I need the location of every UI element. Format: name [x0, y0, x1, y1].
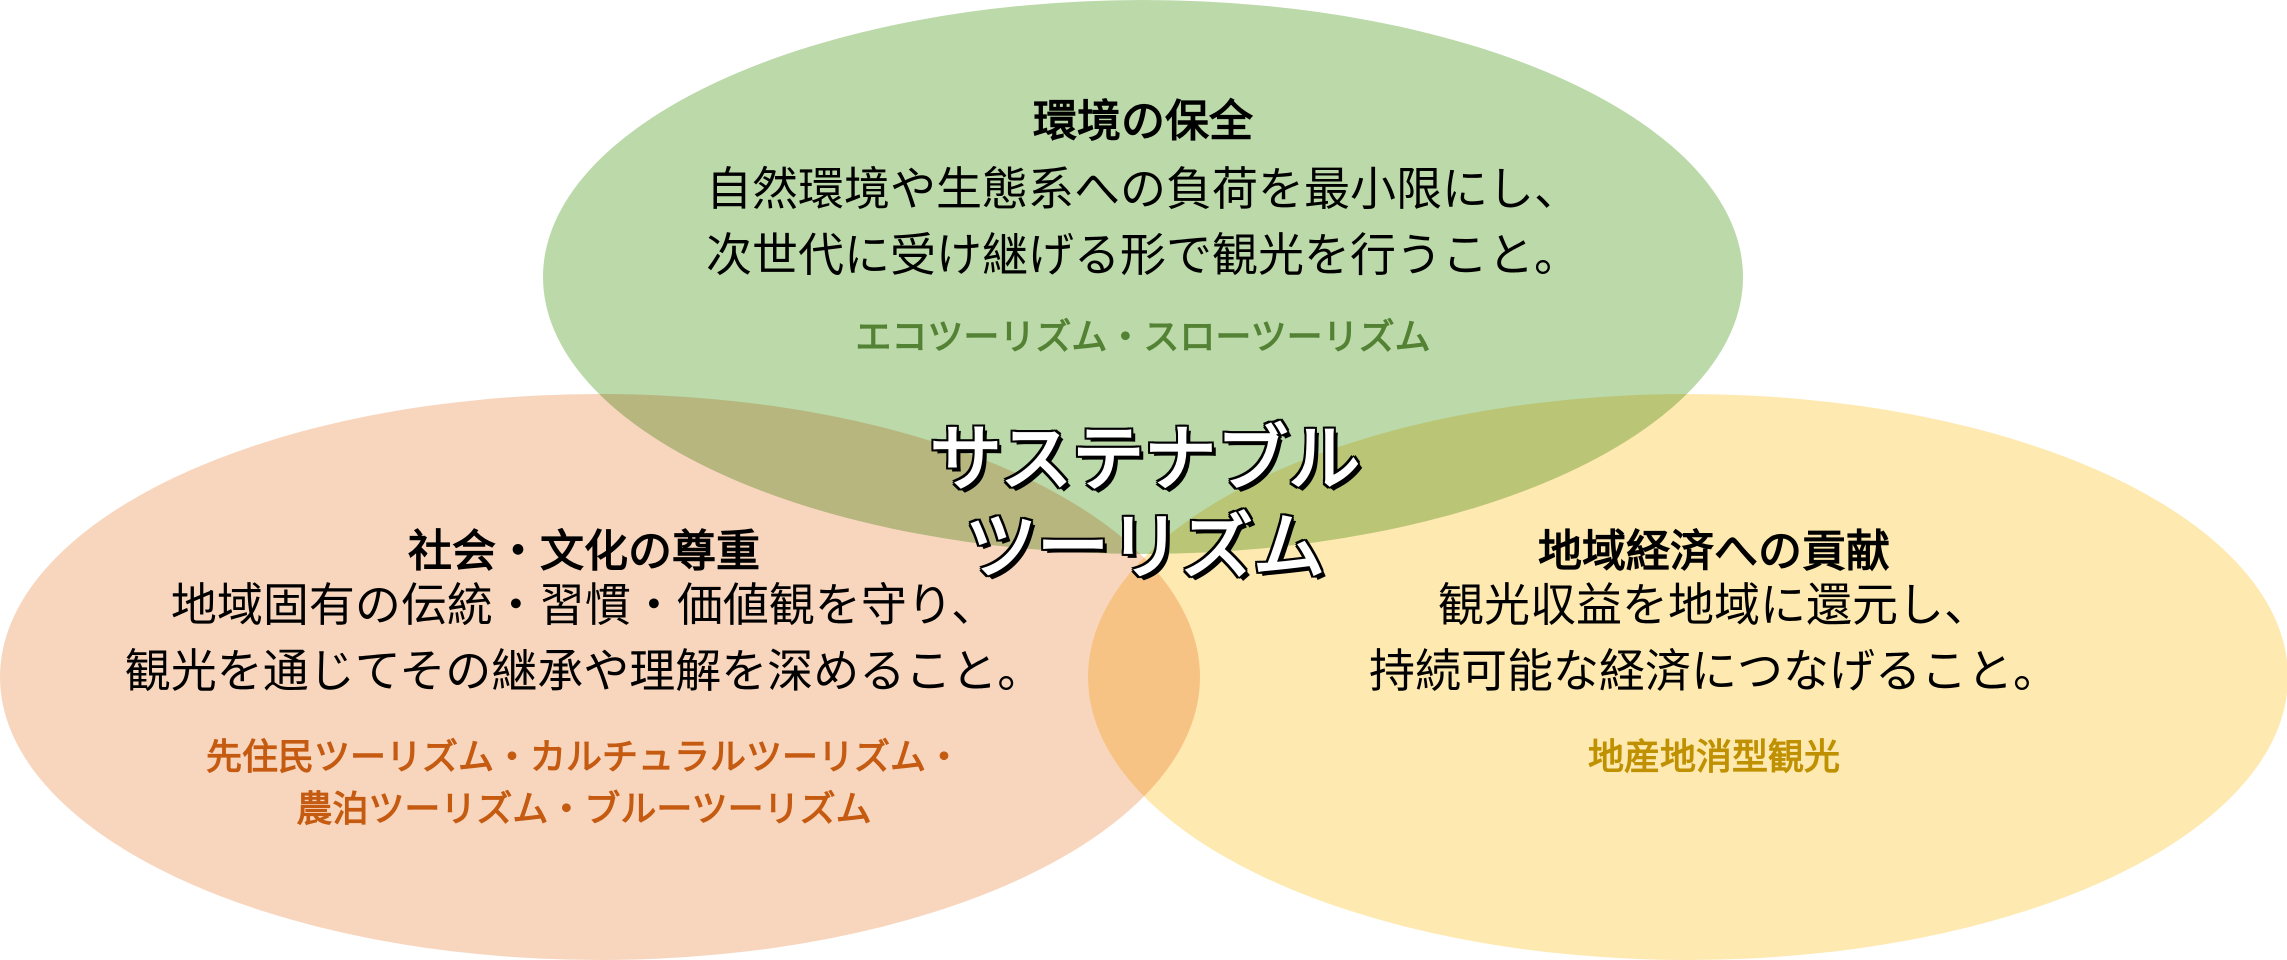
- economy-examples: 地産地消型観光: [1588, 732, 1840, 784]
- economy-description: 観光収益を地域に還元し、 持続可能な経済につなげること。: [1369, 572, 2059, 704]
- center-label-line: ツーリズム: [964, 505, 1325, 589]
- environment-examples: エコツーリズム・スローツーリズム: [855, 312, 1430, 364]
- description-line: 地域固有の伝統・習慣・価値観を守り、: [170, 578, 998, 632]
- description-line: 観光を通じてその継承や理解を深めること。: [124, 644, 1044, 698]
- description-line: 自然環境や生態系への負荷を最小限にし、: [706, 162, 1580, 216]
- example-line: 農泊ツーリズム・ブルーツーリズム: [296, 789, 872, 830]
- society-description: 地域固有の伝統・習慣・価値観を守り、 観光を通じてその継承や理解を深めること。: [125, 572, 1044, 704]
- center-label-line: サステナブル: [929, 417, 1361, 501]
- description-line: 次世代に受け継げる形で観光を行うこと。: [706, 228, 1580, 282]
- society-examples: 先住民ツーリズム・カルチュラルツーリズム・ 農泊ツーリズム・ブルーツーリズム: [206, 732, 962, 836]
- example-line: 地産地消型観光: [1587, 737, 1841, 778]
- description-line: 持続可能な経済につなげること。: [1369, 644, 2059, 698]
- environment-description: 自然環境や生態系への負荷を最小限にし、 次世代に受け継げる形で観光を行うこと。: [706, 156, 1580, 288]
- environment-title: 環境の保全: [1033, 96, 1253, 147]
- example-line: 先住民ツーリズム・カルチュラルツーリズム・: [205, 737, 963, 778]
- economy-circle: [1088, 394, 2287, 960]
- example-line: エコツーリズム・スローツーリズム: [855, 317, 1431, 358]
- society-circle: [0, 394, 1200, 960]
- environment-circle: [543, 0, 1743, 554]
- description-line: 観光収益を地域に還元し、: [1438, 578, 1990, 632]
- economy-title: 地域経済への貢献: [1538, 526, 1890, 577]
- society-title: 社会・文化の尊重: [408, 526, 760, 577]
- center-label: サステナブル ツーリズム: [930, 415, 1361, 591]
